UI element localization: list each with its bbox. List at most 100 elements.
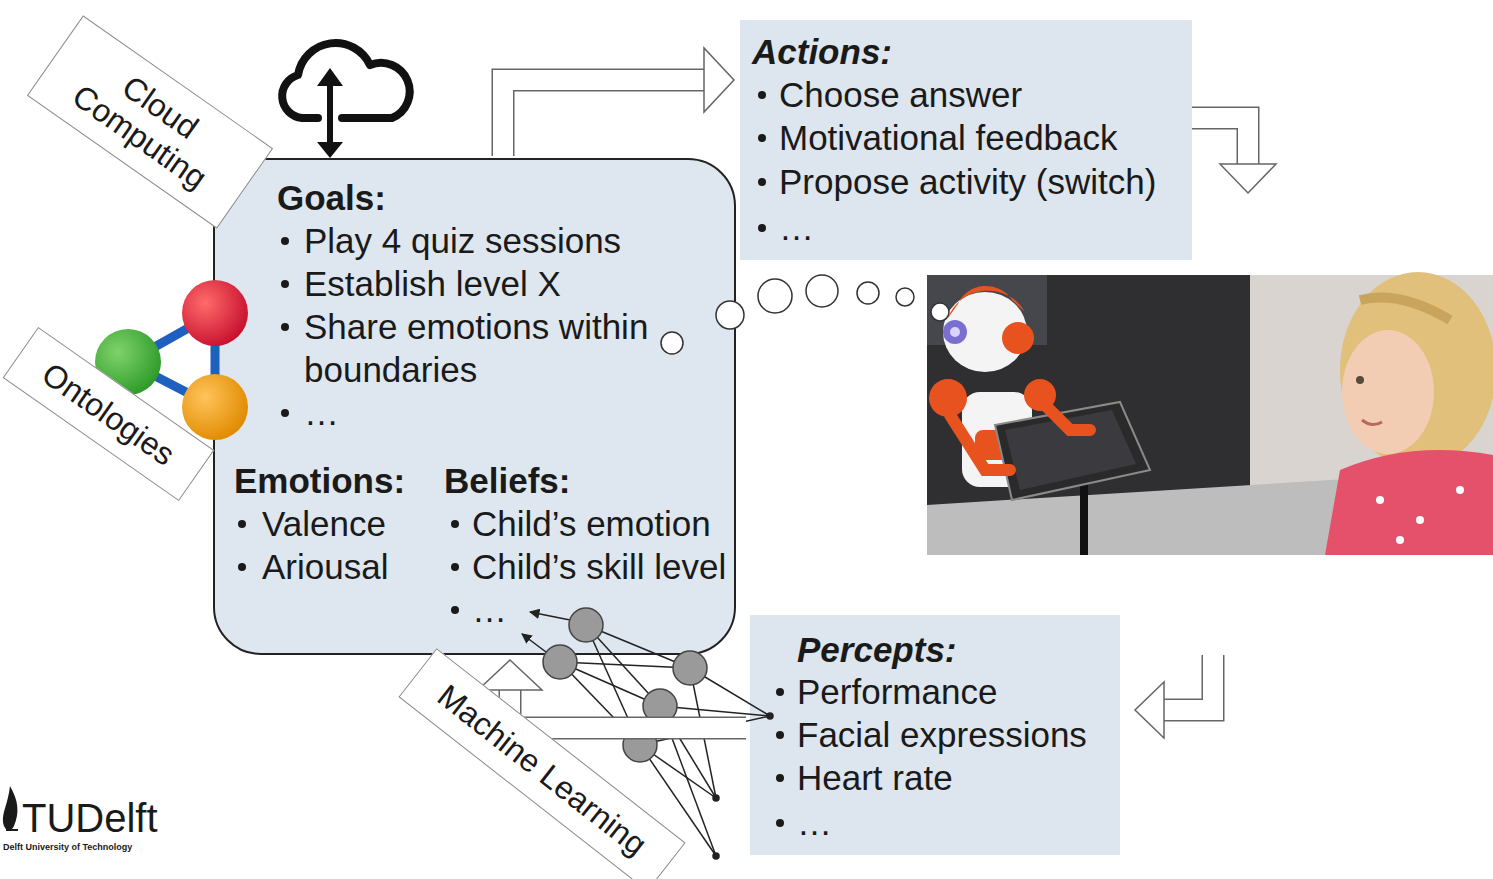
- neural-network: [569, 608, 603, 642]
- bullet-dot: [451, 563, 459, 571]
- hollow-arrow-connector: [503, 80, 705, 156]
- cloud-icon: [282, 43, 409, 158]
- logo-subtitle: Delft University of Technology: [3, 843, 132, 853]
- bullet-dot: [776, 688, 784, 696]
- item-text: Propose activity (switch): [779, 160, 1156, 203]
- photo: [1342, 330, 1434, 454]
- neural-network: [713, 795, 719, 801]
- tu-delft-flame: [3, 786, 18, 830]
- item-text: Play 4 quiz sessions: [304, 219, 621, 262]
- bullet-dot: [238, 563, 246, 571]
- bullet-dot: [758, 134, 766, 142]
- agent-state-box: Goals:Play 4 quiz sessionsEstablish leve…: [213, 158, 736, 655]
- bullet-dot: [776, 731, 784, 739]
- bullet-dot: [776, 774, 784, 782]
- neural-network: [713, 853, 719, 859]
- thought-bubbles: [758, 279, 792, 313]
- thought-bubbles: [931, 303, 949, 321]
- item-text: Performance: [797, 670, 997, 713]
- bullet-dot: [776, 819, 784, 827]
- item-text: Motivational feedback: [779, 116, 1118, 159]
- bullet-dot: [758, 91, 766, 99]
- photo: [1360, 298, 1450, 321]
- hollow-arrow: [1135, 682, 1164, 738]
- thought-bubbles: [716, 301, 744, 329]
- hollow-arrow: [1190, 118, 1248, 165]
- cloud-icon: [327, 80, 333, 146]
- photo: [1356, 376, 1364, 384]
- photo: [1376, 496, 1384, 504]
- heading-text: Goals:: [277, 176, 386, 219]
- photo: [943, 320, 967, 344]
- hollow-arrow: [1190, 118, 1248, 166]
- item-text: Establish level X: [304, 262, 561, 305]
- neural-network: [767, 713, 773, 719]
- photo: [927, 272, 1493, 555]
- photo: [1005, 410, 1136, 490]
- photo: [1362, 420, 1382, 425]
- photo: [1416, 516, 1424, 524]
- photo: [948, 286, 1025, 318]
- item-text: Heart rate: [797, 756, 953, 799]
- item-text: …: [797, 801, 832, 844]
- cloud-icon: [317, 68, 343, 86]
- item-text: Choose answer: [779, 73, 1022, 116]
- bullet-dot: [281, 409, 289, 417]
- thought-bubbles: [896, 288, 914, 306]
- technology-tag: Machine Learning: [398, 648, 685, 879]
- thought-bubbles: [806, 275, 838, 307]
- item-text: Child’s skill level: [472, 545, 726, 588]
- photo: [1396, 536, 1404, 544]
- hollow-arrow-connector: [510, 689, 746, 728]
- hollow-arrow-connector: [503, 80, 705, 156]
- tag-text: Cloud Computing: [60, 44, 241, 200]
- item-text: Ariousal: [262, 545, 388, 588]
- cloud-icon: [317, 142, 343, 158]
- photo: [1456, 486, 1464, 494]
- photo: [950, 415, 1010, 470]
- bullet-dot: [281, 280, 289, 288]
- neural-network: [543, 645, 577, 679]
- hollow-arrow-connector: [704, 48, 734, 112]
- heading-text: Percepts:: [797, 628, 957, 671]
- photo: [1325, 450, 1493, 555]
- item-text: Facial expressions: [797, 713, 1087, 756]
- actions-box: Actions:Choose answerMotivational feedba…: [740, 20, 1192, 260]
- cloud-icon: [282, 43, 409, 118]
- bullet-dot: [238, 520, 246, 528]
- item-text: …: [304, 391, 339, 434]
- item-text: Child’s emotion: [472, 502, 711, 545]
- item-text: …: [472, 588, 507, 631]
- item-text: …: [779, 206, 814, 249]
- photo: [1002, 322, 1034, 354]
- tu-delft-flame: [6, 829, 18, 831]
- heading-text: Actions:: [752, 30, 892, 73]
- percepts-box: Percepts:PerformanceFacial expressionsHe…: [750, 615, 1120, 855]
- logo-text: TUDelft: [22, 796, 158, 840]
- photo: [1340, 272, 1493, 468]
- photo: [995, 402, 1150, 500]
- hollow-arrow-connector: [503, 48, 734, 156]
- hollow-arrow: [1163, 655, 1213, 710]
- hollow-arrow: [1135, 654, 1213, 738]
- technology-tag: Cloud Computing: [27, 15, 273, 228]
- thought-bubbles: [857, 282, 879, 304]
- photo: [950, 327, 960, 337]
- heading-text: Beliefs:: [444, 459, 570, 502]
- hollow-arrow: [1162, 654, 1213, 710]
- ontology-molecule: [182, 280, 248, 346]
- hollow-arrow-connector: [510, 689, 746, 728]
- hollow-arrow: [1220, 164, 1276, 193]
- tu-delft-flame: [3, 786, 18, 830]
- photo: [1040, 400, 1090, 430]
- bullet-dot: [281, 323, 289, 331]
- bullet-dot: [758, 224, 766, 232]
- hollow-arrow: [1190, 118, 1276, 193]
- bullet-dot: [451, 520, 459, 528]
- bullet-dot: [758, 178, 766, 186]
- bullet-dot: [281, 237, 289, 245]
- neural-network: [673, 651, 707, 685]
- hollow-arrow-connector: [478, 660, 542, 690]
- bullet-dot: [451, 606, 459, 614]
- item-text: Valence: [262, 502, 386, 545]
